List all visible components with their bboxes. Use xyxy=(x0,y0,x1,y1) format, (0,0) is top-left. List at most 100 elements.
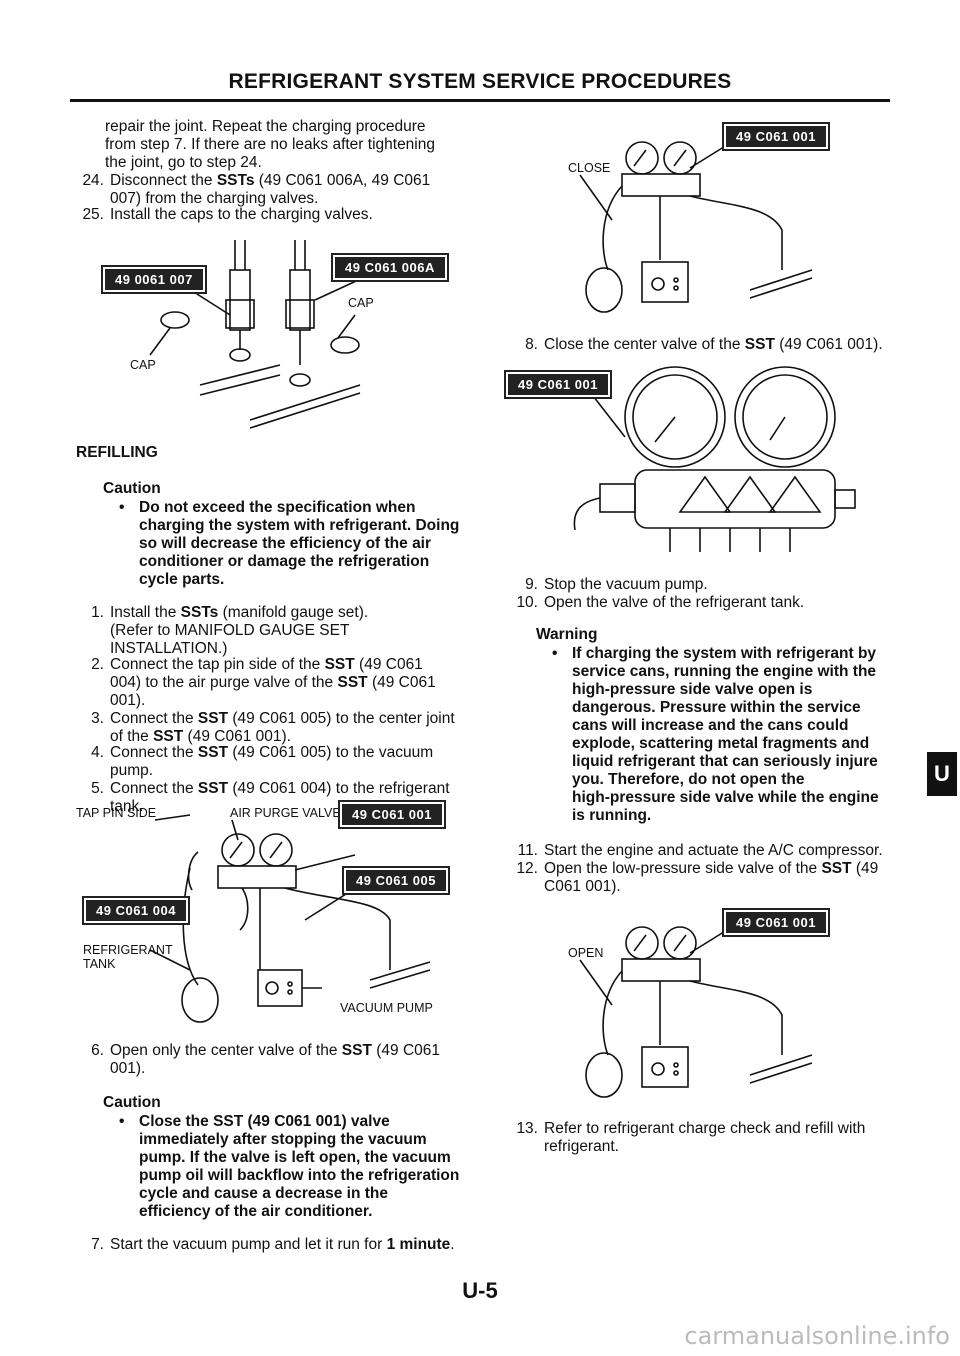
sst-tag-49-c061-001: 49 C061 001 xyxy=(338,800,446,829)
step-number: 13. xyxy=(516,1120,538,1137)
step-text: (49 C061 xyxy=(354,656,423,673)
step-6: 6. Open only the center valve of the SST… xyxy=(76,1042,486,1078)
page-number: U-5 xyxy=(462,1278,498,1303)
section-heading-refilling: REFILLING xyxy=(76,444,158,461)
refrigerant-tank-label: REFRIGERANT xyxy=(83,943,173,957)
caution-text: charging the system with refrigerant. Do… xyxy=(139,517,460,534)
intro-paragraph: repair the joint. Repeat the charging pr… xyxy=(105,118,435,172)
duration-term: 1 minute xyxy=(386,1236,451,1253)
step-text: (49 C061 004) to the refrigerant xyxy=(228,780,450,797)
step-text: Install the xyxy=(110,604,181,621)
step-text: Refer to refrigerant charge check and re… xyxy=(544,1120,866,1137)
warning-text: If charging the system with refrigerant … xyxy=(572,645,877,662)
vacuum-pump-label: VACUUM PUMP xyxy=(340,1001,433,1015)
step-text: of the xyxy=(110,728,154,745)
step-number: 1. xyxy=(91,604,104,621)
sst-term: SST xyxy=(341,1042,372,1059)
sst-term: SST xyxy=(324,656,355,673)
cap-label: CAP xyxy=(130,358,156,372)
sst-term: SSTs xyxy=(216,172,255,189)
step-text: Connect the xyxy=(110,744,198,761)
sst-term: SSTs xyxy=(180,604,219,621)
caution-text: pump oil will backflow into the refriger… xyxy=(139,1167,460,1184)
step-1: 1. Install the SSTs (manifold gauge set)… xyxy=(76,604,486,658)
step-text: tank. xyxy=(110,798,144,815)
intro-line: from step 7. If there are no leaks after… xyxy=(105,136,435,153)
step-text: Open the low-pressure side valve of the xyxy=(544,860,822,877)
caution-text: cycle parts. xyxy=(139,571,225,588)
step-text: (Refer to MANIFOLD GAUGE SET xyxy=(110,622,350,639)
warning-text: high-pressure side valve open is xyxy=(572,681,813,698)
step-8: 8. Close the center valve of the SST (49… xyxy=(510,336,910,354)
sst-term: SST xyxy=(197,744,229,761)
step-text: Connect the xyxy=(110,710,198,727)
step-text: (49 C061 xyxy=(371,1042,441,1059)
step-7: 7. Start the vacuum pump and let it run … xyxy=(76,1236,496,1254)
step-number: 9. xyxy=(525,576,538,593)
step-number: 7. xyxy=(91,1236,104,1253)
step-text: (49 C061 001). xyxy=(774,336,883,353)
step-text: Connect the xyxy=(110,780,198,797)
step-number: 10. xyxy=(516,594,538,611)
step-text: 004) to the air purge valve of the xyxy=(110,674,338,691)
step-25: 25. Install the caps to the charging val… xyxy=(76,206,476,224)
sst-term: SST xyxy=(744,336,775,353)
figure-close-center-valve xyxy=(579,139,813,313)
step-text: 001). xyxy=(110,692,146,709)
intro-line: the joint, go to step 24. xyxy=(105,154,262,171)
open-label: OPEN xyxy=(568,946,604,960)
bullet: • xyxy=(119,1113,125,1130)
sst-tag-49-0061-007: 49 0061 007 xyxy=(101,265,207,294)
figure-manifold-gauge-detail xyxy=(573,366,856,552)
step-number: 8. xyxy=(525,336,538,353)
step-number: 25. xyxy=(82,206,104,223)
step-text: Open only the center valve of the xyxy=(110,1042,342,1059)
section-side-tab: U xyxy=(927,752,957,796)
step-13: 13. Refer to refrigerant charge check an… xyxy=(510,1120,920,1156)
warning-text: high-pressure side valve while the engin… xyxy=(572,789,879,806)
warning-title: Warning xyxy=(536,626,598,643)
sst-tag-49-c061-001: 49 C061 001 xyxy=(722,908,830,937)
sst-term: SST xyxy=(821,860,852,877)
sst-tag-49-c061-006a: 49 C061 006A xyxy=(331,253,449,282)
caution-text: conditioner or damage the refrigeration xyxy=(139,553,430,570)
watermark: carmanualsonline.info xyxy=(684,1322,950,1350)
step-text: (49 C061 001). xyxy=(183,728,291,745)
step-number: 3. xyxy=(91,710,104,727)
step-number: 24. xyxy=(82,172,104,189)
caution-text: pump. If the valve is left open, the vac… xyxy=(139,1149,451,1166)
step-text: refrigerant. xyxy=(544,1138,619,1155)
step-text: Disconnect the xyxy=(110,172,217,189)
step-2: 2. Connect the tap pin side of the SST (… xyxy=(76,656,486,710)
warning-text: you. Therefore, do not open the xyxy=(572,771,805,788)
caution-box-2: Caution • Close the SST (49 C061 001) va… xyxy=(103,1094,483,1224)
step-text: Start the vacuum pump and let it run for xyxy=(110,1236,387,1253)
step-text: Install the caps to the charging valves. xyxy=(110,206,373,223)
step-3: 3. Connect the SST (49 C061 005) to the … xyxy=(76,710,486,746)
air-purge-valve-label: AIR PURGE VALVE xyxy=(230,806,341,820)
step-number: 4. xyxy=(91,744,104,761)
step-number: 5. xyxy=(91,780,104,797)
step-number: 6. xyxy=(91,1042,104,1059)
sst-term: SST xyxy=(337,674,368,691)
warning-text: liquid refrigerant that can seriously in… xyxy=(572,753,878,770)
step-5: 5. Connect the SST (49 C061 004) to the … xyxy=(76,780,486,816)
warning-text: cans will increase and the cans could xyxy=(572,717,849,734)
step-text: 007) from the charging valves. xyxy=(110,190,319,207)
caution-title: Caution xyxy=(103,480,161,497)
bullet: • xyxy=(119,499,125,516)
step-text: Stop the vacuum pump. xyxy=(544,576,708,593)
step-text: Open the valve of the refrigerant tank. xyxy=(544,594,805,611)
caution-text: efficiency of the air conditioner. xyxy=(139,1203,373,1220)
step-12: 12. Open the low-pressure side valve of … xyxy=(510,860,920,896)
warning-text: is running. xyxy=(572,807,652,824)
page-title: REFRIGERANT SYSTEM SERVICE PROCEDURES xyxy=(228,70,732,93)
step-4: 4. Connect the SST (49 C061 005) to the … xyxy=(76,744,486,780)
sst-tag-49-c061-004: 49 C061 004 xyxy=(82,896,190,925)
step-text: INSTALLATION.) xyxy=(110,640,228,657)
warning-text: service cans, running the engine with th… xyxy=(572,663,877,680)
step-24: 24. Disconnect the SSTs (49 C061 006A, 4… xyxy=(76,172,476,208)
caution-box-1: Caution • Do not exceed the specificatio… xyxy=(103,480,483,592)
sst-tag-49-c061-001: 49 C061 001 xyxy=(722,122,830,151)
sst-term: SST xyxy=(197,780,229,797)
